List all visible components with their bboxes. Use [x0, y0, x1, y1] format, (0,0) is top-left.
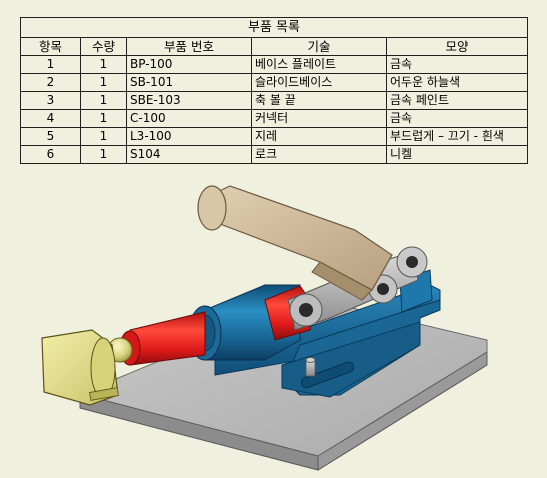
bom-header-row: 항목 수량 부품 번호 기술 모양 [20, 37, 528, 56]
bom-title: 부품 목록 [20, 17, 528, 38]
clamp-pad [41, 329, 119, 406]
cell-qty: 1 [80, 109, 127, 128]
header-description: 기술 [251, 37, 387, 56]
cell-qty: 1 [80, 55, 127, 74]
cell-finish: 금속 [386, 109, 528, 128]
cell-finish: 금속 페인트 [386, 91, 528, 110]
cell-part: C-100 [126, 109, 252, 128]
cell-item: 4 [20, 109, 81, 128]
cell-desc: 베이스 플레이트 [251, 55, 387, 74]
lever [197, 185, 393, 301]
table-row: 3 1 SBE-103 축 볼 끝 금속 페인트 [20, 91, 528, 110]
cell-part: L3-100 [126, 127, 252, 146]
slide-base [214, 269, 441, 398]
cell-finish: 금속 [386, 55, 528, 74]
cell-desc: 커넥터 [251, 109, 387, 128]
table-row: 4 1 C-100 커넥터 금속 [20, 109, 528, 128]
cell-item: 1 [20, 55, 81, 74]
cell-finish: 니켈 [386, 145, 528, 164]
header-item: 항목 [20, 37, 81, 56]
cell-qty: 1 [80, 91, 127, 110]
cell-finish: 부드럽게 – 끄기 - 흰색 [386, 127, 528, 146]
cell-desc: 슬라이드베이스 [251, 73, 387, 92]
header-part-number: 부품 번호 [126, 37, 252, 56]
cell-item: 3 [20, 91, 81, 110]
cell-desc: 로크 [251, 145, 387, 164]
cell-finish: 어두운 하늘색 [386, 73, 528, 92]
cell-item: 5 [20, 127, 81, 146]
cell-qty: 1 [80, 127, 127, 146]
cell-qty: 1 [80, 73, 127, 92]
cell-part: SBE-103 [126, 91, 252, 110]
table-row: 6 1 S104 로크 니켈 [20, 145, 528, 164]
bom-title-row: 부품 목록 [20, 17, 528, 38]
clamp-assembly-illustration [41, 185, 488, 471]
cell-part: SB-101 [126, 73, 252, 92]
bom-table: 부품 목록 항목 수량 부품 번호 기술 모양 1 1 BP-100 베이스 플… [20, 17, 528, 164]
cell-part: BP-100 [126, 55, 252, 74]
cell-qty: 1 [80, 145, 127, 164]
cell-item: 2 [20, 73, 81, 92]
header-finish: 모양 [386, 37, 528, 56]
cell-item: 6 [20, 145, 81, 164]
cell-desc: 지레 [251, 127, 387, 146]
cell-desc: 축 볼 끝 [251, 91, 387, 110]
lock-screw [305, 357, 316, 377]
table-row: 1 1 BP-100 베이스 플레이트 금속 [20, 55, 528, 74]
header-qty: 수량 [80, 37, 127, 56]
table-row: 5 1 L3-100 지레 부드럽게 – 끄기 - 흰색 [20, 127, 528, 146]
table-row: 2 1 SB-101 슬라이드베이스 어두운 하늘색 [20, 73, 528, 92]
cell-part: S104 [126, 145, 252, 164]
